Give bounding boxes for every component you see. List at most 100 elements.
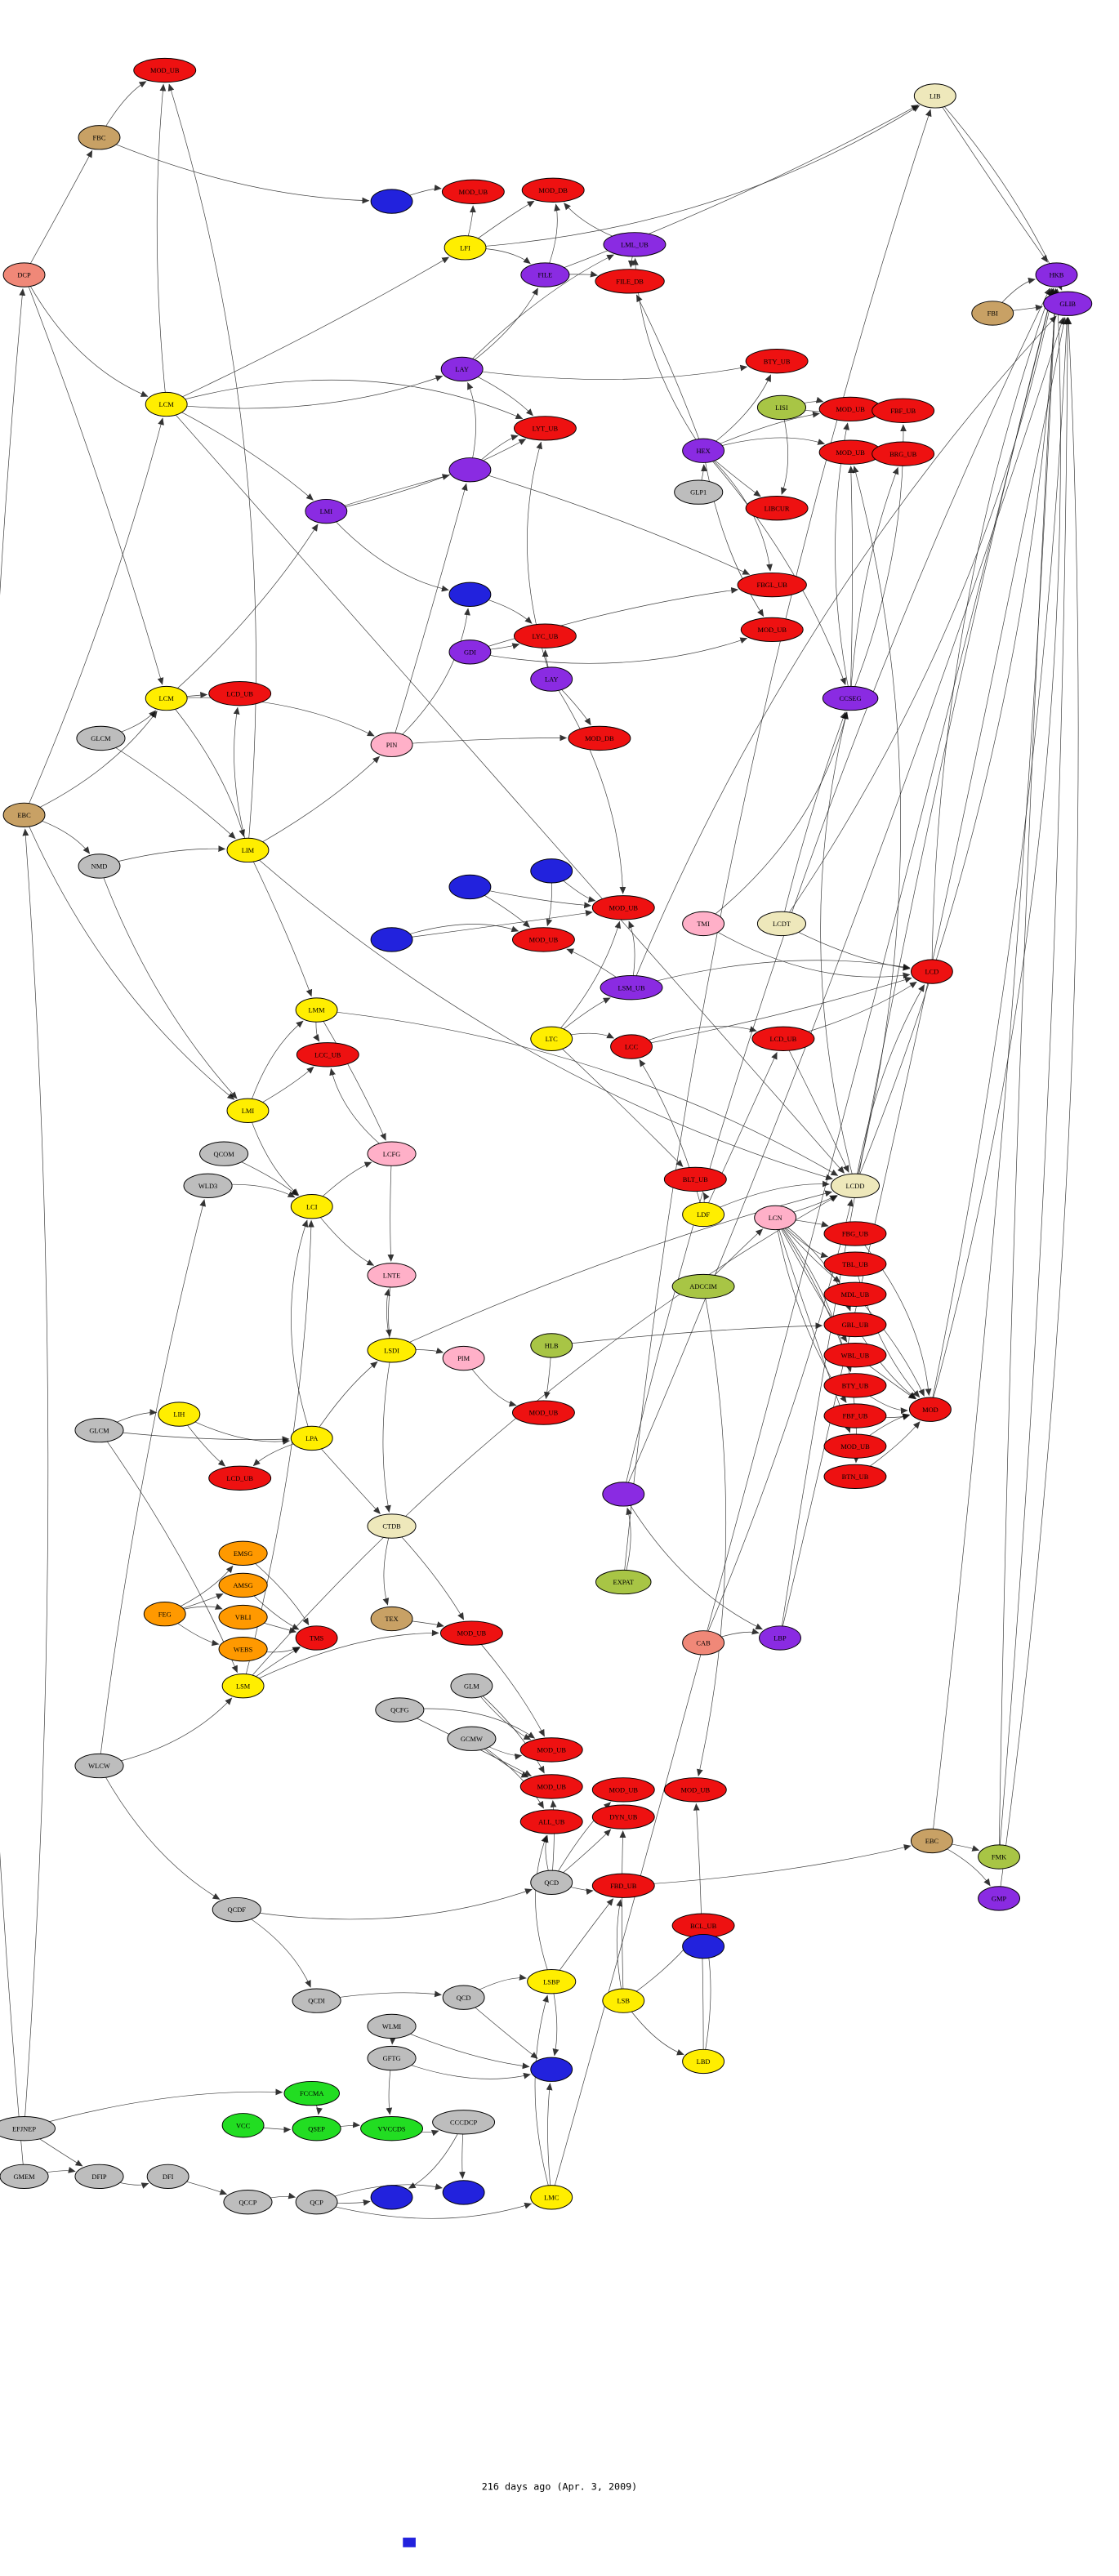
graph-node: EBC [2, 802, 46, 828]
graph-node: LAY [440, 356, 484, 382]
node-shape-C8 [2, 802, 46, 828]
graph-node: QCDF [212, 1896, 261, 1923]
graph-edge [391, 608, 470, 746]
graph-node: HKB [1035, 262, 1078, 287]
node-shape-I2 [591, 1873, 655, 1898]
node-shape-B3 [745, 349, 809, 374]
graph-node: GLIB [1043, 291, 1093, 316]
graph-node: MDL_UB [823, 1281, 887, 1307]
node-shape-C16 [370, 927, 413, 952]
graph-edge [551, 1322, 823, 1346]
node-shape-D4 [610, 1034, 653, 1059]
graph-node: GLP1 [674, 479, 724, 505]
graph-node: MOD_UB [511, 927, 575, 952]
node-shape-H2 [447, 1726, 497, 1751]
node-shape-A11 [595, 269, 665, 294]
graph-edge [849, 466, 899, 699]
graph-node: PIN [370, 732, 413, 757]
graph-edge [622, 287, 1050, 1495]
graph-edge [852, 466, 901, 1186]
graph-node: LSM [221, 1674, 265, 1699]
graph-node: GBL_UB [823, 1312, 887, 1338]
node-shape-I10 [602, 1988, 645, 2013]
node-shape-G2 [218, 1572, 268, 1598]
graph-node: QCD [442, 1985, 485, 2010]
graph-node [448, 457, 492, 483]
node-shape-C6 [370, 732, 413, 757]
node-shape-K8 [530, 2185, 573, 2210]
graph-edge [616, 1899, 624, 2001]
graph-node [448, 582, 492, 608]
graph-edge [166, 697, 245, 837]
graph-edge [391, 1526, 465, 1620]
graph-node: BTY_UB [745, 349, 809, 374]
node-shape-I8 [292, 1988, 341, 2013]
graph-edge [551, 920, 622, 1040]
graph-node: LCFG [367, 1141, 417, 1166]
node-shape-C15 [756, 911, 806, 937]
graph-node: FBF_UB [872, 398, 935, 424]
node-shape-E5 [823, 1343, 887, 1368]
graph-node: LML_UB [603, 232, 666, 257]
graph-node: LISI [756, 394, 806, 421]
node-shape-B17 [740, 617, 804, 643]
graph-edge [774, 1217, 847, 1403]
node-shape-D14 [830, 1173, 880, 1198]
graph-node: GMEM [0, 2164, 49, 2190]
graph-node: DFI [146, 2164, 189, 2190]
graph-edge [535, 1834, 552, 1982]
node-shape-I7 [527, 1968, 577, 1994]
node-shape-C10 [78, 853, 121, 879]
graph-edge [24, 2088, 283, 2129]
graph-node: BCL_UB [671, 1913, 735, 1938]
node-shape-B12 [674, 479, 724, 505]
graph-node: QCDI [292, 1988, 341, 2013]
node-shape-K7 [442, 2180, 485, 2205]
graph-node: TMS [295, 1625, 338, 1651]
graph-node: FBF_UB [823, 1403, 887, 1428]
graph-node [682, 1933, 725, 1959]
graph-node: QCP [295, 2189, 338, 2215]
node-shape-H11 [978, 1844, 1020, 1870]
node-shape-K4 [223, 2189, 273, 2215]
graph-node: VCC [221, 2113, 265, 2138]
graph-edge [326, 439, 527, 512]
graph-node: LIB [913, 83, 956, 109]
node-shape-B16 [737, 572, 807, 598]
node-shape-J7 [292, 2115, 341, 2141]
graph-edge [623, 1844, 912, 1887]
node-shape-E4 [823, 1312, 887, 1338]
graph-node: GLM [450, 1674, 493, 1699]
graph-edge [391, 483, 468, 745]
node-shape-B19 [448, 640, 492, 665]
graph-edge [470, 469, 751, 575]
graph-edge [166, 375, 444, 409]
node-shape-B8 [682, 438, 725, 463]
graph-node: FMK [978, 1844, 1020, 1870]
node-shape-D2 [296, 1042, 359, 1067]
node-shape-B4 [756, 394, 806, 421]
node-shape-A2 [913, 83, 956, 109]
graph-edge [24, 149, 93, 275]
node-shape-F2 [442, 1345, 485, 1371]
node-shape-H6 [591, 1777, 655, 1803]
graph-edge [100, 738, 236, 840]
graph-node: LCC [610, 1034, 653, 1059]
graph-node: GLCM [76, 725, 126, 751]
graph-edge [22, 828, 49, 2129]
node-shape-J1 [367, 2013, 417, 2039]
graph-node [370, 927, 413, 952]
graph-node: FEG [143, 1601, 186, 1627]
node-shape-C11 [448, 874, 492, 900]
graph-edge [471, 1633, 545, 1737]
node-shape-C1 [145, 685, 188, 711]
graph-edge [781, 287, 1056, 925]
graph-node: ALL_UB [519, 1809, 583, 1834]
node-shape-E3 [823, 1281, 887, 1307]
graph-node: VVCCDS [360, 2115, 424, 2141]
graph-node: LCC_UB [296, 1042, 359, 1067]
graph-node: DFIP [74, 2164, 124, 2190]
graph-node: MOD_UB [663, 1777, 727, 1803]
graph-edge [930, 317, 1070, 1410]
